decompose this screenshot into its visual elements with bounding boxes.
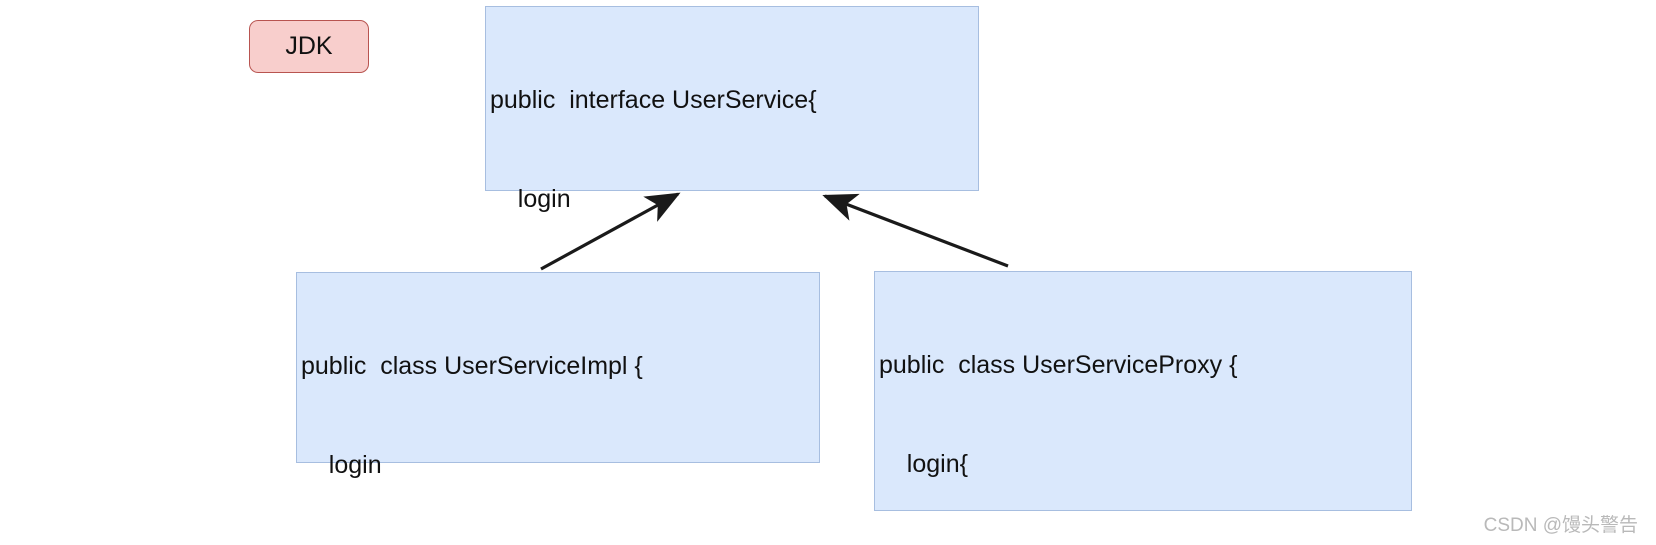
userserviceimpl-class-node: public class UserServiceImpl { login reg…: [296, 272, 820, 479]
jdk-node-label: JDK: [285, 31, 333, 60]
userserviceproxy-class-node: public class UserServiceProxy { login{ 额…: [874, 271, 1412, 511]
csdn-watermark: CSDN @馒头警告: [1483, 515, 1638, 536]
code-line: public interface UserService{: [490, 85, 817, 114]
jdk-node: JDK: [249, 20, 369, 73]
code-line: login: [301, 451, 382, 480]
code-line: public class UserServiceProxy {: [879, 350, 1238, 379]
code-line: public class UserServiceImpl {: [301, 351, 643, 380]
userservice-interface-node: public interface UserService{ login regi…: [485, 6, 979, 413]
code-line: login: [490, 185, 571, 214]
code-line: login{: [879, 450, 968, 479]
